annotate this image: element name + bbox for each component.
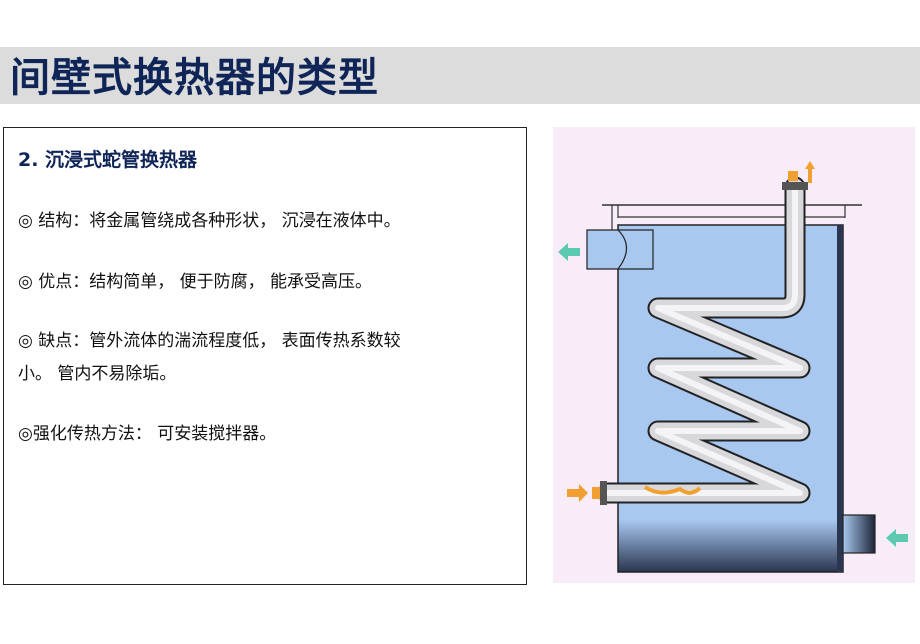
hot-outlet-marker <box>788 171 798 181</box>
advantages-text: ◎ 优点：结构简单， 便于防腐， 能承受高压。 <box>18 272 373 292</box>
overflow-arrow-icon <box>558 243 580 261</box>
hot-outlet-arrow-icon <box>805 161 815 183</box>
outlet-flange <box>782 182 808 190</box>
coil-heat-exchanger-diagram <box>553 127 915 583</box>
disadvantages-text: ◎ 缺点：管外流体的湍流程度低， 表面传热系数较 <box>18 331 401 351</box>
disadvantages-text-cont: 小。 管内不易除垢。 <box>18 364 177 384</box>
title-bar <box>0 47 920 104</box>
structure-text: ◎ 结构：将金属管绕成各种形状， 沉浸在液体中。 <box>18 211 401 231</box>
text-box <box>3 127 527 585</box>
enhancement-text: ◎强化传热方法： 可安装搅拌器。 <box>18 424 277 444</box>
slide-title: 间壁式换热器的类型 <box>10 55 379 101</box>
overflow-outlet <box>586 229 654 270</box>
section-title: 2. 沉浸式蛇管换热器 <box>18 149 198 171</box>
liquid-inlet <box>842 514 876 554</box>
coil-pipe <box>597 176 811 504</box>
hot-inlet-arrow-icon <box>567 484 588 502</box>
inlet-flange <box>600 481 607 505</box>
liquid-inlet-arrow-icon <box>886 529 908 547</box>
